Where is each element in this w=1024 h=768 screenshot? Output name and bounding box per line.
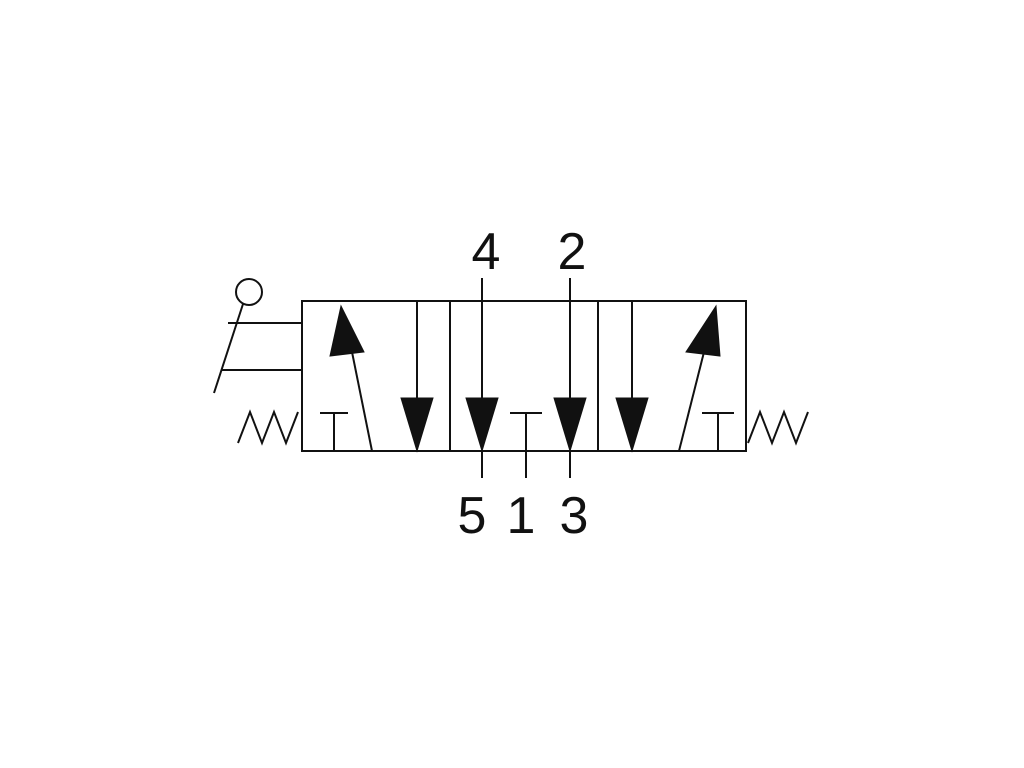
port-3-label: 3 xyxy=(559,487,589,545)
center-envelope-paths xyxy=(481,278,571,478)
arrow-down-icon xyxy=(553,397,587,453)
arrow-down-icon xyxy=(615,397,649,453)
valve-envelope-right xyxy=(597,300,747,452)
spring-left-icon xyxy=(237,409,299,446)
roller-lever-icon xyxy=(213,278,302,394)
valve-envelope-left xyxy=(301,300,451,452)
port-2-label: 2 xyxy=(557,223,587,281)
spring-return-icon xyxy=(747,409,809,446)
left-envelope-paths xyxy=(320,301,418,452)
right-envelope-paths xyxy=(631,301,734,452)
port-4-label: 4 xyxy=(471,223,501,281)
arrow-up-icon xyxy=(685,304,721,357)
arrow-up-icon xyxy=(329,304,365,357)
arrow-down-icon xyxy=(465,397,499,453)
arrow-down-icon xyxy=(400,397,434,453)
port-1-label: 1 xyxy=(506,487,536,545)
port-5-label: 5 xyxy=(457,487,487,545)
